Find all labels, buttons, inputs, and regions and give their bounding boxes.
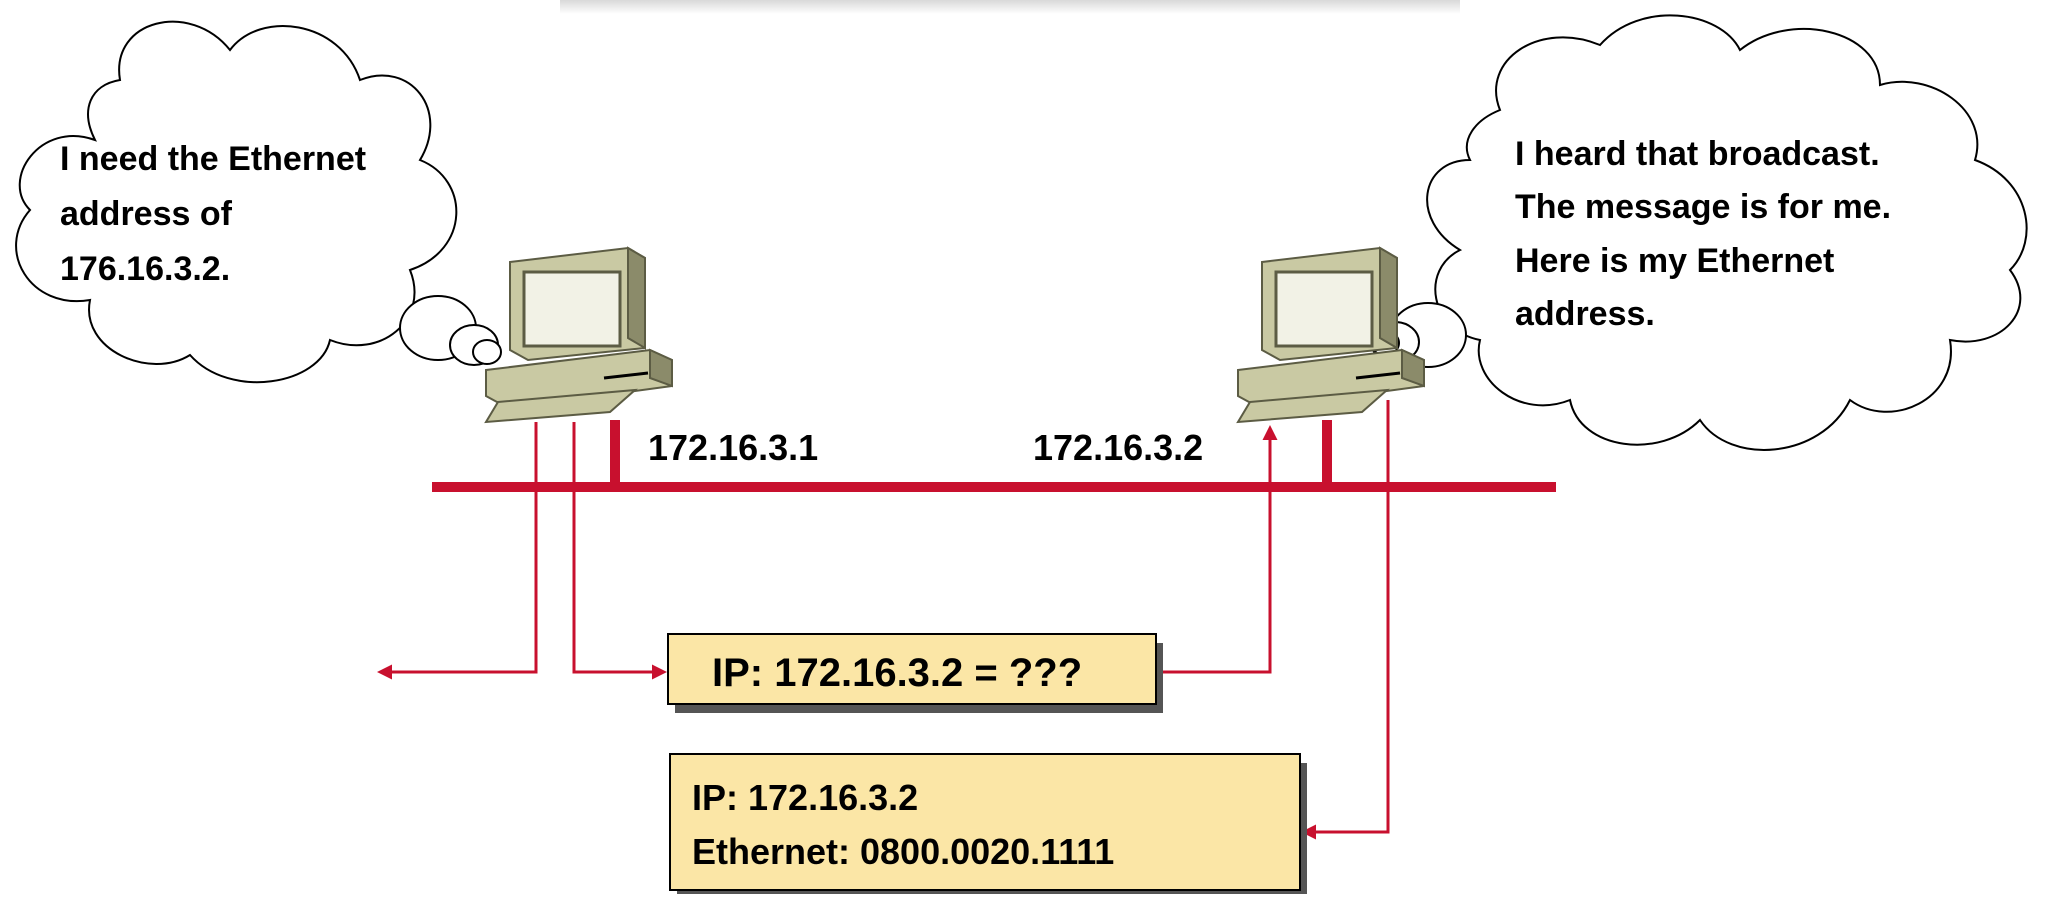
right-host-drop [1322, 420, 1332, 488]
thought-bubble-small [473, 340, 501, 364]
thought-right-line-3: Here is my Ethernet [1515, 242, 1834, 280]
arp-reply-box: IP: 172.16.3.2 Ethernet: 0800.0020.1111 [670, 754, 1307, 894]
thought-cloud-left: I need the Ethernet address of 176.16.3.… [16, 22, 501, 383]
ip-label-left: 172.16.3.1 [648, 427, 818, 468]
computer-left [486, 248, 672, 422]
reply-arrow [1304, 400, 1388, 832]
arp-reply-line-2: Ethernet: 0800.0020.1111 [692, 831, 1114, 872]
thought-cloud-right: I heard that broadcast. The message is f… [1371, 15, 2027, 450]
thought-right-line-4: address. [1515, 295, 1655, 333]
arp-request-text: IP: 172.16.3.2 = ??? [712, 651, 1082, 695]
left-host-drop [610, 420, 620, 488]
computer-right [1238, 248, 1424, 422]
ip-label-right: 172.16.3.2 [1033, 427, 1203, 468]
thought-left-line-3: 176.16.3.2. [60, 250, 230, 288]
thought-left-line-2: address of [60, 195, 233, 233]
screen-left [524, 272, 620, 346]
thought-left-line-1: I need the Ethernet [60, 140, 366, 178]
broadcast-arrow-left [380, 422, 536, 672]
arp-request-box: IP: 172.16.3.2 = ??? [668, 634, 1163, 713]
screen-right [1276, 272, 1372, 346]
thought-right-line-1: I heard that broadcast. [1515, 135, 1880, 173]
thought-right-line-2: The message is for me. [1515, 188, 1891, 226]
arp-reply-line-1: IP: 172.16.3.2 [692, 777, 918, 818]
top-banner-shadow [560, 0, 1460, 14]
